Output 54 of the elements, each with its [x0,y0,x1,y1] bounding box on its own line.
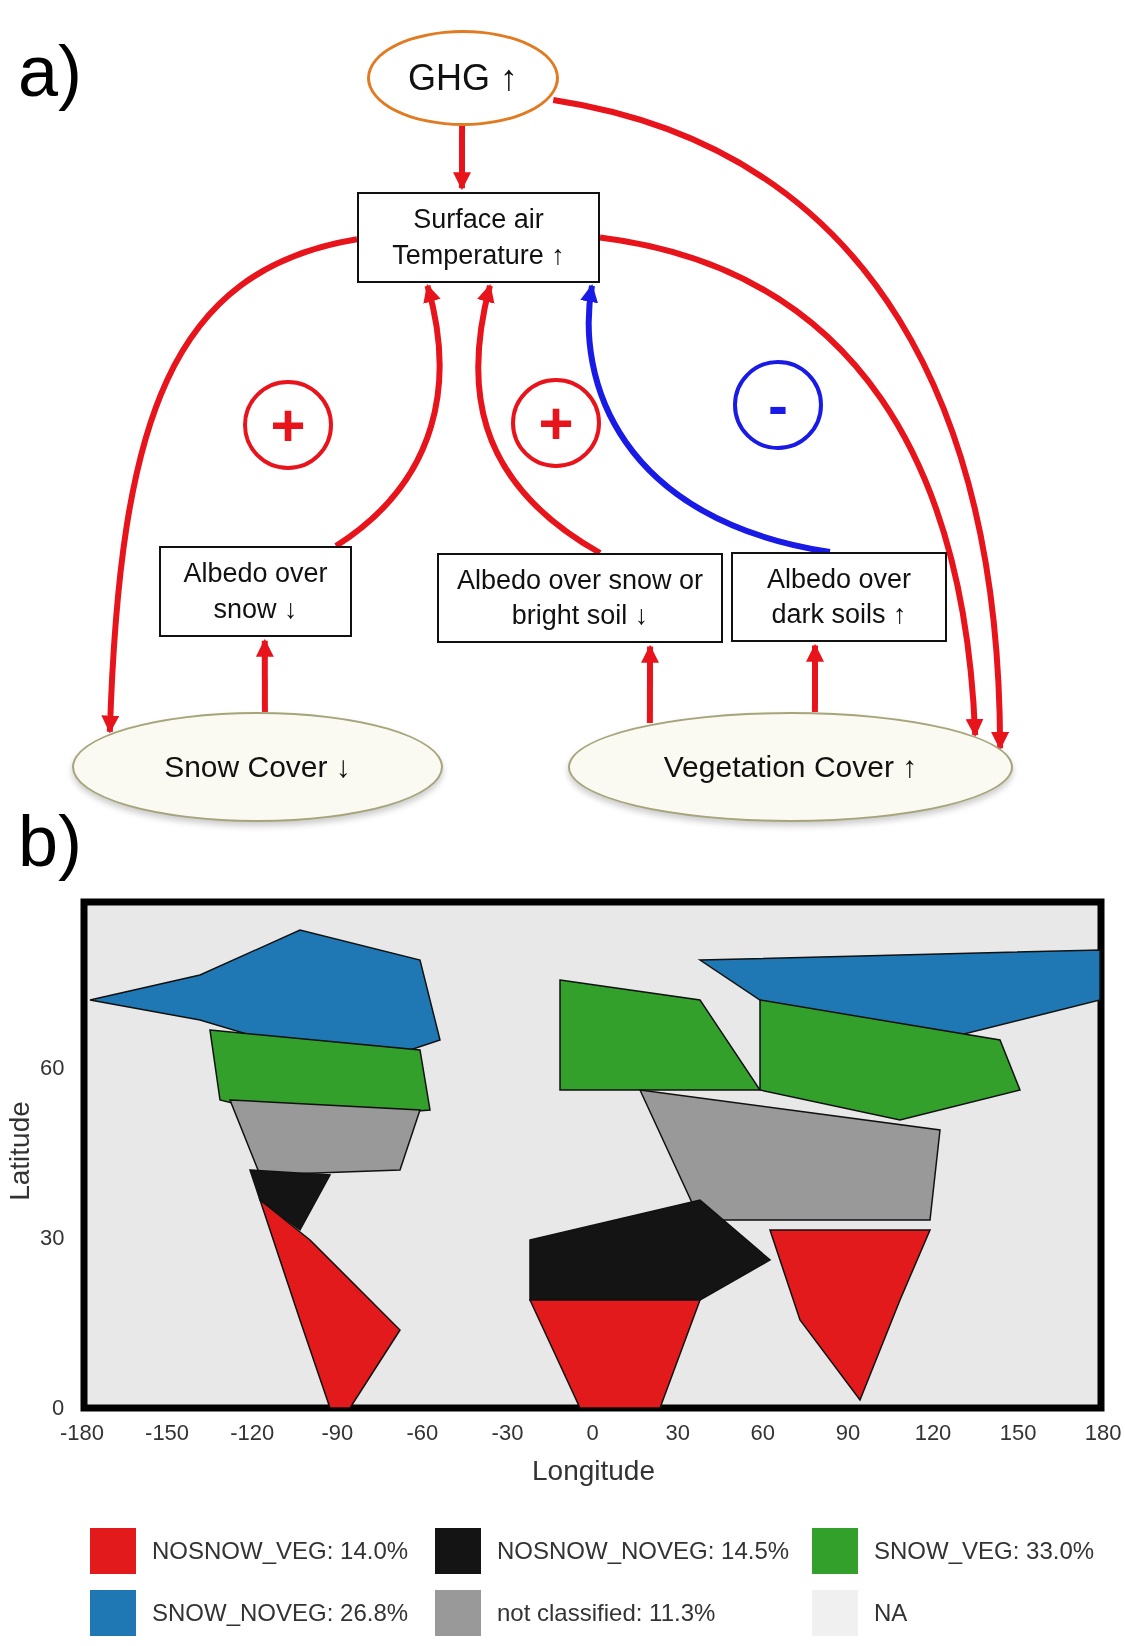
process-box [159,546,352,637]
axis-tick-label: -180 [58,1420,105,1446]
legend-label: SNOW_NOVEG: 26.8% [152,1599,409,1627]
axis-tick-label: 150 [998,1420,1038,1446]
axis-tick-label: 120 [913,1420,953,1446]
axis-tick-label: -60 [405,1420,440,1446]
axis-tick-label: -120 [229,1420,276,1446]
process-box [731,552,947,642]
axis-tick-label: 30 [40,1225,65,1251]
arrow [599,234,983,737]
arrow [453,126,471,191]
legend-label: NOSNOW_VEG: 14.0% [152,1537,409,1565]
axis-tick-label: 0 [52,1395,65,1421]
axis-tick-label: 60 [749,1420,777,1446]
axis-tick-label: -30 [490,1420,525,1446]
legend-label: not classified: 11.3% [497,1599,716,1627]
process-box [437,553,723,643]
node-label: Surface air Temperature ↑ [391,203,566,272]
feedback-circle [733,360,823,450]
arrow [334,284,443,549]
legend-label: SNOW_VEG: 33.0% [874,1537,1095,1565]
arrow [641,644,660,723]
axis-tick-label: -90 [320,1420,355,1446]
axis-tick-label: 0 [585,1420,600,1446]
axis-tick-label: 30 [664,1420,691,1446]
axis-title: Latitude [4,1100,36,1203]
arrow [101,236,358,734]
axis-title: Longitude [532,1455,652,1487]
arrow [806,643,824,712]
axis-tick-label: 90 [834,1420,862,1446]
node-label: Albedo over snow or bright soil ↓ [455,563,705,632]
axis-tick-label: -150 [144,1420,191,1446]
panel-label: a) [18,30,83,112]
arrow [255,638,274,712]
feedback-circle [243,380,333,470]
arrow [552,97,1009,751]
node-label: - [768,370,788,440]
axis-tick-label: 60 [40,1055,65,1081]
legend-label: NOSNOW_NOVEG: 14.5% [497,1537,790,1565]
feedback-circle [511,378,601,468]
legend-label: NA [874,1599,908,1627]
node-label: Snow Cover ↓ [164,750,351,784]
node-label: GHG ↑ [408,57,518,99]
axis-tick-label: 180 [1083,1420,1123,1446]
node-label: + [270,390,306,460]
arrow [581,283,831,555]
panel-label: b) [18,800,83,882]
node-label: Albedo over snow ↓ [182,557,329,626]
arrow [475,284,602,556]
node-label: Vegetation Cover ↑ [663,750,918,784]
node-label: + [538,388,574,458]
node-label: Albedo over dark soils ↑ [765,562,913,631]
ellipse-node [367,30,559,126]
process-box [357,192,600,283]
